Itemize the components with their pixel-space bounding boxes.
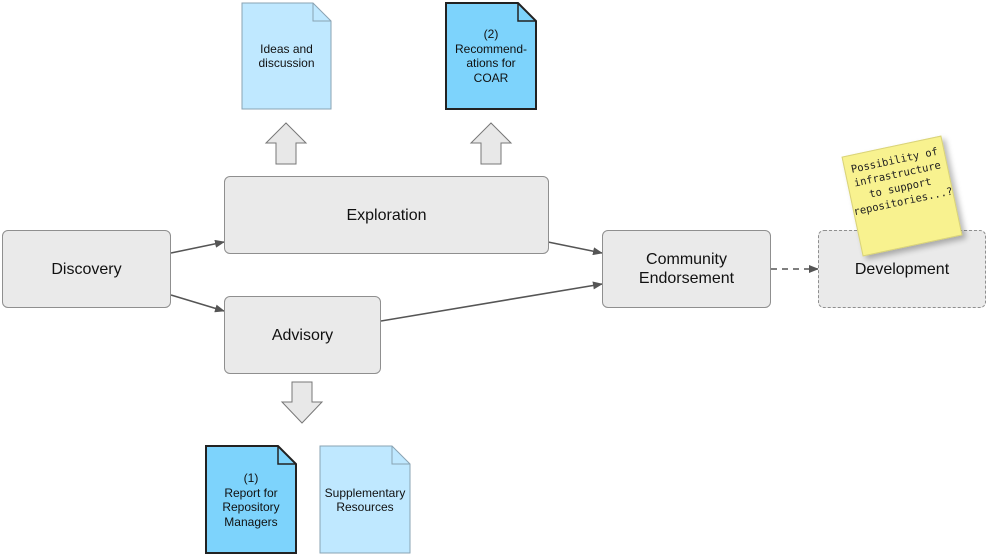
doc-report-line-1: (1) <box>243 471 259 485</box>
node-community-line-2: Endorsement <box>638 270 735 287</box>
doc-fold-recommendations <box>517 3 536 22</box>
doc-report-line-4: Managers <box>224 514 278 529</box>
node-advisory-label: Advisory <box>271 326 334 344</box>
edge-advisory-community <box>380 281 603 322</box>
edge-exploration-community <box>547 241 603 256</box>
block-arrow-down-report <box>280 381 324 424</box>
doc-recommendations-line-3: ations for <box>466 56 516 70</box>
doc-shape-ideas <box>241 2 332 110</box>
doc-ideas[interactable]: Ideas and discussion <box>242 24 331 88</box>
doc-supplementary-line-1: Supplementary <box>324 485 406 500</box>
doc-shape-recommendations <box>445 2 537 110</box>
edge-discovery-exploration <box>170 239 225 254</box>
node-discovery[interactable]: Discovery <box>2 230 171 308</box>
node-discovery-label: Discovery <box>51 260 122 278</box>
node-community-line-1: Community <box>646 251 727 268</box>
doc-recommendations-line-2: Recommend- <box>454 41 528 56</box>
block-arrow-up-ideas <box>264 122 308 165</box>
node-development-label: Development <box>854 260 950 278</box>
node-advisory[interactable]: Advisory <box>224 296 381 374</box>
doc-report-line-2: Report for <box>224 485 278 500</box>
doc-recommendations-line-4: COAR <box>473 70 509 85</box>
doc-shape-report <box>205 445 297 554</box>
doc-shape-supplementary <box>319 445 411 554</box>
doc-supplementary-line-2: Resources <box>336 500 394 514</box>
doc-report[interactable]: (1) Report for Repository Managers <box>206 468 296 532</box>
doc-recommendations-line-1: (2) <box>483 27 499 41</box>
node-exploration[interactable]: Exploration <box>224 176 549 254</box>
doc-ideas-line-1: Ideas and <box>260 41 313 56</box>
doc-fold-supplementary <box>391 446 410 465</box>
node-community-endorsement[interactable]: Community Endorsement <box>602 230 771 308</box>
edge-discovery-advisory <box>170 294 225 313</box>
doc-recommendations[interactable]: (2) Recommend- ations for COAR <box>446 24 536 88</box>
doc-ideas-line-2: discussion <box>258 56 315 70</box>
doc-fold-report <box>277 446 296 465</box>
sticky-note[interactable]: Possibility of infrastructure to support… <box>841 135 963 257</box>
doc-report-line-3: Repository <box>222 500 280 514</box>
doc-supplementary[interactable]: Supplementary Resources <box>320 468 410 532</box>
doc-fold-ideas <box>312 3 331 22</box>
node-community-label: Community Endorsement <box>639 250 734 288</box>
block-arrow-up-recommendations <box>469 122 513 165</box>
node-exploration-label: Exploration <box>346 206 427 224</box>
